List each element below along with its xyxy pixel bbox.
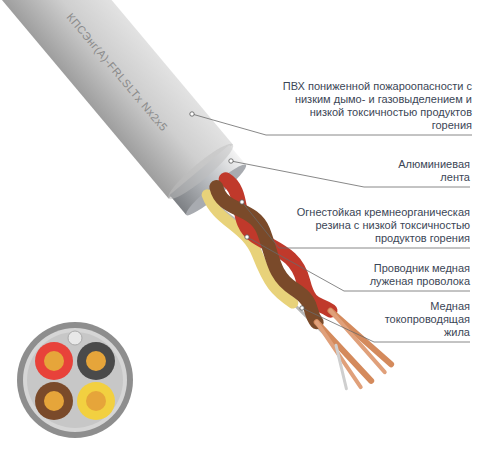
leader-dot (190, 112, 194, 116)
callout-label: Огнестойкая кремнеорганическая резина с … (285, 206, 470, 245)
callout-label: Проводник медная луженая проволока (350, 262, 470, 288)
leader-line (247, 237, 470, 291)
leader-dot (229, 159, 233, 163)
leader-line (242, 202, 470, 248)
leader-dot (240, 200, 244, 204)
callout-label: ПВХ пониженной пожароопасности с низким … (272, 80, 472, 132)
cross-section (17, 322, 133, 438)
leader-dot (245, 235, 249, 239)
leader-dot (300, 306, 304, 310)
callout-label: Медная токопроводящая жила (380, 300, 470, 339)
callout-label: Алюминиевая лента (370, 158, 470, 184)
